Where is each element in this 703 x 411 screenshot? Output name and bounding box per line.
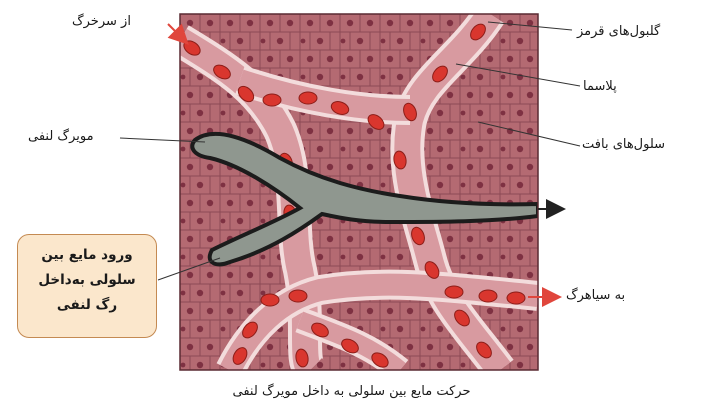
- callout-box: ورود مایع بین سلولی به‌داخل رگ لنفی: [17, 234, 157, 338]
- figure-caption: حرکت مایع بین سلولی به داخل مویرگ لنفی: [0, 384, 703, 399]
- callout-line-2: سلولی به‌داخل: [26, 268, 148, 293]
- label-lymph-capillary: مویرگ لنفی: [28, 129, 94, 144]
- red-blood-cell: [479, 290, 497, 302]
- red-blood-cell: [289, 290, 307, 302]
- red-blood-cell: [299, 92, 317, 104]
- red-blood-cell: [445, 286, 463, 298]
- label-red-blood-cells: گلبول‌های قرمز: [577, 24, 660, 39]
- tissue-block: [180, 14, 538, 370]
- callout-line-3: رگ لنفی: [26, 293, 148, 318]
- label-tissue-cells: سلول‌های بافت: [582, 137, 665, 152]
- label-to-vein: به سیاهرگ: [566, 288, 625, 303]
- callout-line-1: ورود مایع بین: [26, 243, 148, 268]
- red-blood-cell: [261, 294, 279, 306]
- red-blood-cell: [507, 292, 525, 304]
- label-from-artery: از سرخرگ: [72, 14, 131, 29]
- label-plasma: پلاسما: [583, 79, 617, 94]
- red-blood-cell: [263, 94, 281, 106]
